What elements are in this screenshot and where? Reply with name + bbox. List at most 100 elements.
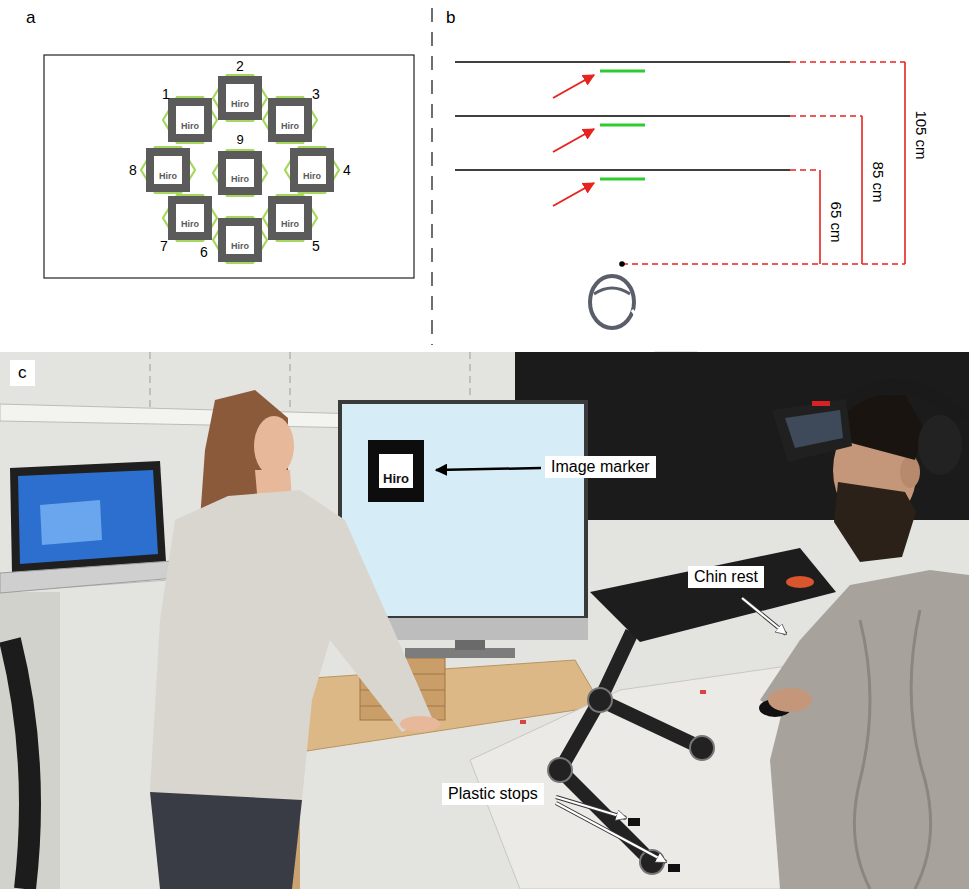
distance-schematic [622,263,905,265]
hiro-marker: Hiro [168,196,212,240]
marker-text: Hiro [159,172,177,182]
marker-face: Hiro [226,159,254,187]
distance-schematic [790,115,862,117]
panel-separator [432,8,433,345]
chin-rest-stand [628,818,640,826]
marker-face: Hiro [226,226,254,254]
monitor [342,404,584,616]
marker-text: Hiro [231,242,249,252]
distance-schematic [455,115,790,117]
chin-rest-stand [548,548,836,874]
marker-hexagon [213,150,267,196]
participant [911,610,931,889]
marker-text: Hiro [383,472,409,486]
distance-schematic [455,62,905,264]
experimenter [400,716,440,732]
marker-hexagon [213,217,267,263]
marker-hexagon [141,147,195,193]
chin-rest-stand [786,576,814,588]
hiro-marker: Hiro [268,98,312,142]
participant [770,570,969,889]
wall-shelf [0,592,60,889]
marker-face: Hiro [276,106,304,134]
marker-board [44,55,414,278]
leader-line [436,468,541,470]
marker-number: 4 [343,162,351,178]
chin-rest-stand [668,864,680,872]
hiro-marker: Hiro [218,76,262,120]
marker-number: 3 [312,86,320,102]
marker-hexagon [285,147,339,193]
lab-wall [0,352,969,889]
distance-schematic [600,178,645,181]
marker-number: 2 [236,58,244,74]
marker-face: Hiro [276,204,304,232]
dimension-label: 65 cm [827,202,844,243]
marker-face: Hiro [379,454,413,488]
marker-text: Hiro [231,175,249,185]
participant [842,386,962,420]
headset-icon [594,288,630,294]
distance-schematic [790,169,820,171]
chin-rest-stand [590,548,836,642]
marker-number: 9 [236,133,243,148]
distance-schematic [819,170,821,264]
marker-text: Hiro [281,122,299,132]
hiro-marker: Hiro [218,151,262,195]
distance-schematic [790,61,905,63]
marker-number: 1 [162,86,170,102]
headset-icon [632,310,638,318]
marker-hexagon [141,75,339,263]
leader-line [742,598,786,634]
participant [772,399,852,462]
marker-text: Hiro [281,220,299,230]
leader-line [436,468,786,862]
distance-schematic [600,124,645,127]
panel-separator [431,8,432,345]
marker-number: 5 [312,238,320,254]
hiro-marker: Hiro [168,98,212,142]
marker-board [44,55,414,278]
distance-schematic [455,61,790,63]
participant [760,640,832,722]
marker-number: 6 [200,244,208,260]
panel-letter: b [446,8,455,28]
marker-text: Hiro [181,220,199,230]
distance-schematic [553,129,594,152]
dimension-label: 105 cm [912,110,929,159]
experimenter [254,416,294,476]
marker-hexagon [163,195,217,241]
chin-rest-stand [600,632,702,748]
hiro-marker: Hiro [290,148,334,192]
panel-letter: a [26,8,35,28]
leader-line [556,803,666,862]
hiro-marker: Hiro [146,148,190,192]
chin-rest-stand [588,688,612,712]
marker-hexagon [263,195,317,241]
distance-schematic [861,116,863,264]
participant [918,415,962,475]
participant [759,386,969,889]
participant-table [520,720,526,724]
leader-line [556,803,666,862]
lab-wall [0,352,969,889]
experimenter [150,490,432,812]
hiro-marker: Hiro [218,218,262,262]
hiro-marker: Hiro [268,196,312,240]
participant [785,410,843,448]
marker-hexagon [163,97,217,143]
headset-icon [590,276,634,328]
marker-number: 7 [160,238,168,254]
participant [834,482,916,562]
marker-text: Hiro [181,122,199,132]
marker-text: Hiro [303,172,321,182]
marker-face: Hiro [176,204,204,232]
monitor [338,400,588,618]
participant-table [700,690,706,694]
experimenter [150,792,302,889]
callout-label: Image marker [545,456,656,478]
experimenter [150,390,440,889]
callout-label: Plastic stops [442,783,544,805]
